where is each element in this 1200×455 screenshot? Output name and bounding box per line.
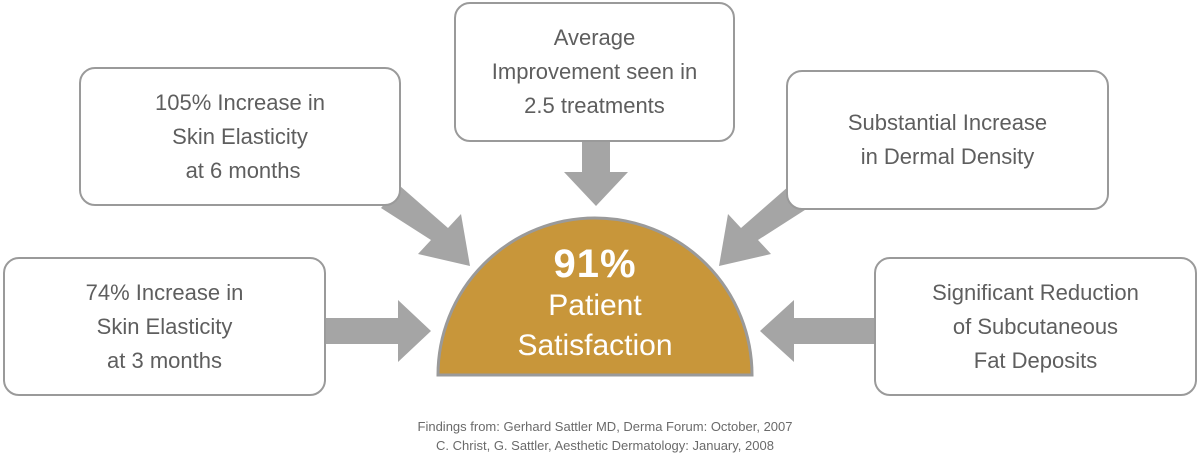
box-line: Substantial Increase xyxy=(847,110,1048,135)
box-line: Significant Reduction xyxy=(932,279,1139,305)
box-line: Skin Elasticity xyxy=(96,313,233,339)
arrow-down-icon xyxy=(564,142,628,206)
satisfaction-label-line1: Patient xyxy=(548,289,642,322)
arrow-left-icon xyxy=(760,300,874,362)
box-line: Improvement seen in xyxy=(491,59,698,84)
finding-box-average-improvement: Average Improvement seen in 2.5 treatmen… xyxy=(454,2,735,142)
box-line: Average xyxy=(553,25,636,50)
box-line: 105% Increase in xyxy=(155,89,325,115)
box-line: of Subcutaneous xyxy=(952,313,1119,339)
arrow-right-icon xyxy=(326,300,431,362)
box-line: 74% Increase in xyxy=(85,279,244,305)
satisfaction-label-line2: Satisfaction xyxy=(517,329,673,362)
arrow-down-right-icon xyxy=(381,186,470,266)
satisfaction-percent: 91% xyxy=(553,242,637,286)
citation-line-1: Findings from: Gerhard Sattler MD, Derma… xyxy=(417,419,793,434)
box-line: 2.5 treatments xyxy=(524,93,665,118)
arrow-down-left-icon xyxy=(719,186,808,266)
box-line: Skin Elasticity xyxy=(172,123,308,149)
citation-line-2: C. Christ, G. Sattler, Aesthetic Dermato… xyxy=(436,438,774,453)
finding-box-fat-reduction: Significant Reduction of Subcutaneous Fa… xyxy=(874,257,1197,396)
box-line: Fat Deposits xyxy=(973,347,1098,373)
box-line: at 6 months xyxy=(179,157,301,183)
finding-box-elasticity-6-months: 105% Increase in Skin Elasticity at 6 mo… xyxy=(79,67,401,206)
finding-box-elasticity-3-months: 74% Increase in Skin Elasticity at 3 mon… xyxy=(3,257,326,396)
box-line: in Dermal Density xyxy=(860,144,1035,169)
finding-box-dermal-density: Substantial Increase in Dermal Density xyxy=(786,70,1109,210)
center-semicircle xyxy=(436,216,754,377)
box-line: at 3 months xyxy=(107,347,222,373)
